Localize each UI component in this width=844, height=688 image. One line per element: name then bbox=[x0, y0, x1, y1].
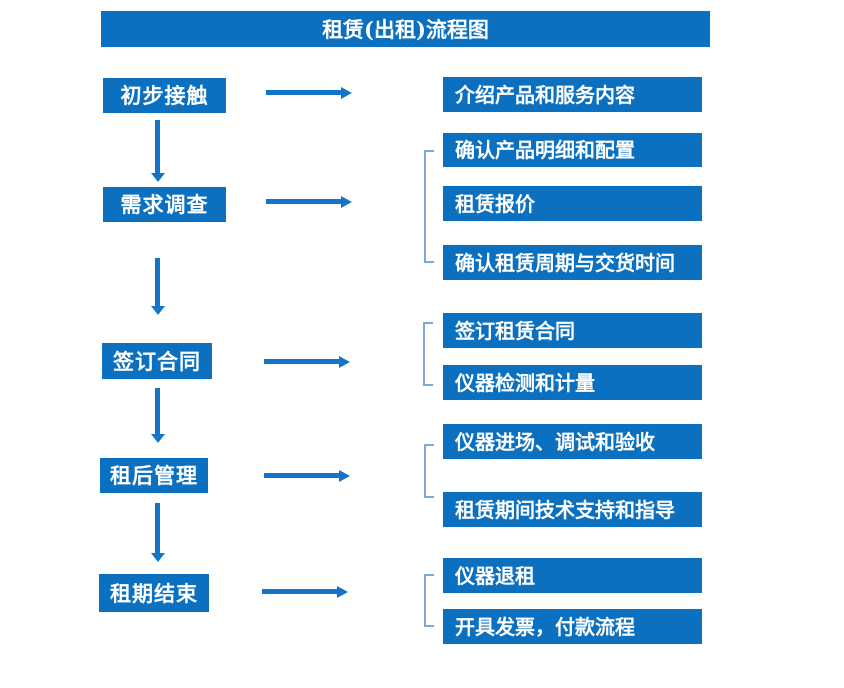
bracket-group-lease-end bbox=[424, 574, 434, 627]
flowchart-title-banner: 租赁(出租)流程图 bbox=[101, 11, 710, 47]
detail-box-rental-quote: 租赁报价 bbox=[443, 186, 702, 221]
detail-box-confirm-product-details: 确认产品明细和配置 bbox=[443, 133, 702, 167]
arrow-down-icon-1 bbox=[155, 120, 160, 173]
stage-box-lease-end: 租期结束 bbox=[99, 574, 209, 612]
arrow-right-icon-5 bbox=[262, 589, 337, 594]
stage-box-post-rental-management: 租后管理 bbox=[100, 458, 208, 493]
bracket-group-demand-survey bbox=[424, 150, 434, 263]
detail-box-instrument-return: 仪器退租 bbox=[443, 558, 702, 593]
arrow-right-icon-1 bbox=[266, 90, 341, 95]
detail-box-instrument-testing-calibration: 仪器检测和计量 bbox=[443, 365, 702, 400]
bracket-group-sign-contract bbox=[423, 322, 433, 386]
arrow-down-icon-3 bbox=[155, 388, 160, 434]
stage-box-sign-contract: 签订合同 bbox=[102, 343, 212, 379]
flowchart-title: 租赁(出租)流程图 bbox=[322, 16, 489, 42]
detail-box-sign-lease-contract: 签订租赁合同 bbox=[443, 313, 702, 348]
detail-box-instrument-setup-acceptance: 仪器进场、调试和验收 bbox=[443, 424, 702, 459]
bracket-group-post-rental bbox=[424, 444, 434, 498]
arrow-right-icon-4 bbox=[264, 473, 339, 478]
arrow-right-icon-2 bbox=[266, 199, 341, 204]
stage-box-initial-contact: 初步接触 bbox=[103, 78, 226, 113]
arrow-down-icon-2 bbox=[155, 258, 160, 306]
detail-box-invoice-payment: 开具发票，付款流程 bbox=[443, 609, 702, 644]
detail-box-tech-support-guidance: 租赁期间技术支持和指导 bbox=[443, 492, 702, 527]
detail-box-introduce-products-services: 介绍产品和服务内容 bbox=[443, 77, 702, 112]
stage-box-demand-survey: 需求调查 bbox=[103, 187, 226, 222]
arrow-right-icon-3 bbox=[264, 359, 339, 364]
detail-box-confirm-period-delivery: 确认租赁周期与交货时间 bbox=[443, 245, 702, 280]
arrow-down-icon-4 bbox=[155, 503, 160, 553]
